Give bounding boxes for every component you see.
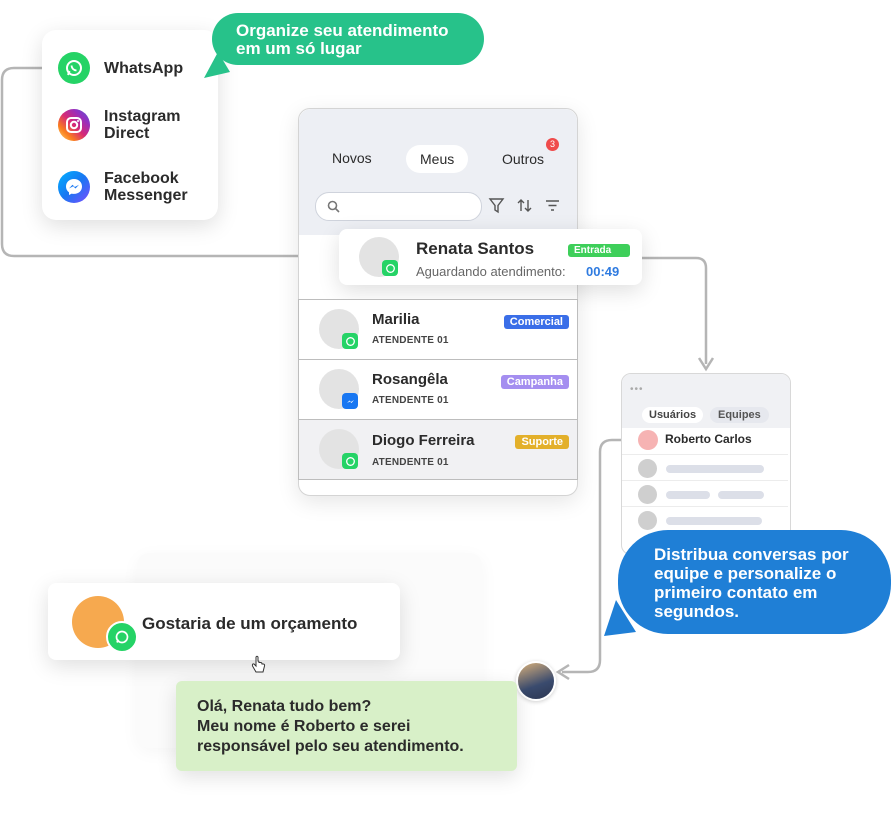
whatsapp-icon	[342, 453, 358, 469]
user-row-placeholder[interactable]	[622, 454, 788, 481]
contact-name: Rosangêla	[372, 371, 448, 388]
list-filter-icon[interactable]	[544, 197, 561, 214]
waiting-timer: 00:49	[586, 264, 620, 279]
user-avatar	[638, 485, 657, 504]
waiting-status: Aguardando atendimento:	[416, 264, 566, 279]
callout-distribute: Distribua conversas por equipe e persona…	[618, 530, 891, 634]
incoming-message[interactable]: Gostaria de um orçamento	[48, 583, 400, 660]
channel-instagram[interactable]: Instagram Direct	[58, 108, 180, 142]
contact-name: Diogo Ferreira	[372, 432, 475, 449]
callout-pointer	[604, 600, 636, 636]
callout-organize-text: Organize seu atendimento em um só lugar	[236, 21, 449, 58]
tag-comercial: Comercial	[503, 315, 569, 329]
callout-pointer	[204, 52, 230, 78]
conversation-renata[interactable]: Renata Santos Aguardando atendimento: 00…	[339, 229, 642, 285]
reply-message[interactable]: Olá, Renata tudo bem? Meu nome é Roberto…	[176, 681, 517, 771]
user-avatar	[638, 459, 657, 478]
user-name: Roberto Carlos	[665, 432, 752, 446]
conversation-row[interactable]: Marilia ATENDENTE 01 Comercial	[298, 299, 578, 360]
instagram-icon	[58, 109, 90, 141]
tab-usuarios[interactable]: Usuários	[642, 407, 704, 423]
channel-whatsapp[interactable]: WhatsApp	[58, 52, 183, 84]
tag-entrada: Entrada	[568, 244, 630, 257]
callout-organize: Organize seu atendimento em um só lugar	[212, 13, 484, 65]
channel-label: Facebook Messenger	[104, 170, 188, 204]
messenger-icon	[342, 393, 358, 409]
filter-icon[interactable]	[488, 197, 505, 214]
incoming-text: Gostaria de um orçamento	[142, 614, 358, 633]
user-row-selected[interactable]: Roberto Carlos	[622, 428, 788, 452]
agent-avatar	[516, 661, 556, 701]
whatsapp-icon	[382, 260, 398, 276]
tab-meus[interactable]: Meus	[406, 145, 469, 173]
contact-name: Marilia	[372, 311, 420, 328]
whatsapp-icon	[342, 333, 358, 349]
reply-text: Olá, Renata tudo bem? Meu nome é Roberto…	[197, 698, 464, 755]
tab-outros[interactable]: Outros	[502, 151, 545, 167]
contact-name: Renata Santos	[416, 239, 535, 258]
search-input[interactable]	[344, 196, 476, 217]
agent-name: ATENDENTE 01	[372, 335, 449, 346]
messenger-icon	[58, 171, 90, 203]
placeholder-bar	[666, 465, 764, 473]
outros-count-badge: 3	[546, 138, 559, 151]
window-dots-icon: •••	[630, 384, 644, 395]
channels-card: WhatsApp Instagram Direct Facebook Messe…	[42, 30, 218, 220]
tag-suporte: Suporte	[515, 435, 569, 449]
search-icon	[327, 200, 340, 213]
placeholder-bar	[666, 517, 762, 525]
conversation-row[interactable]: Rosangêla ATENDENTE 01 Campanha	[298, 359, 578, 420]
tab-novos[interactable]: Novos	[332, 150, 372, 166]
sort-icon[interactable]	[516, 197, 533, 214]
user-avatar	[638, 430, 658, 450]
whatsapp-icon	[106, 621, 138, 653]
placeholder-bar	[666, 491, 710, 499]
agent-name: ATENDENTE 01	[372, 395, 449, 406]
search-box	[315, 192, 482, 221]
whatsapp-icon	[58, 52, 90, 84]
tab-equipes[interactable]: Equipes	[710, 407, 769, 423]
callout-distribute-text: Distribua conversas por equipe e persona…	[654, 545, 849, 621]
user-avatar	[638, 511, 657, 530]
channel-messenger[interactable]: Facebook Messenger	[58, 170, 188, 204]
channel-label: WhatsApp	[104, 59, 184, 77]
channel-label: Instagram Direct	[104, 108, 181, 142]
agent-name: ATENDENTE 01	[372, 457, 449, 468]
tag-campanha: Campanha	[500, 375, 569, 389]
user-row-placeholder[interactable]	[622, 480, 788, 507]
cursor-hand-icon	[251, 655, 266, 673]
conversation-row[interactable]: Diogo Ferreira ATENDENTE 01 Suporte	[298, 419, 578, 480]
placeholder-bar	[718, 491, 764, 499]
user-row-placeholder[interactable]	[622, 506, 788, 533]
